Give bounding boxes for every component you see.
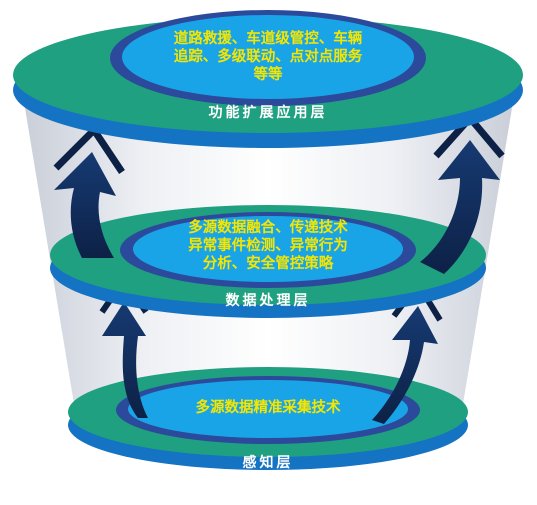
application-layer-description: 道路救援、车道级管控、车辆 追踪、多级联动、点对点服务 等等 [138, 30, 398, 84]
processing-line-3: 分析、安全管控策略 [202, 256, 334, 273]
application-line-1: 道路救援、车道级管控、车辆 [173, 31, 363, 47]
bottom-right-arrow [372, 306, 438, 424]
bottom-left-arrow [102, 302, 148, 418]
perception-layer-description: 多源数据精准采集技术 [138, 399, 398, 417]
application-layer-label: 功能扩展应用层 [208, 104, 328, 120]
processing-line-2: 异常事件检测、异常行为 [188, 238, 348, 255]
application-line-3: 等等 [253, 67, 283, 84]
perception-layer-label: 感知层 [242, 454, 294, 470]
application-disc [13, 10, 523, 148]
perception-disc [68, 367, 468, 470]
processing-disc [50, 205, 486, 318]
upper-right-arrow [420, 140, 500, 274]
processing-layer-description: 多源数据融合、传递技术 异常事件检测、异常行为 分析、安全管控策略 [138, 219, 398, 273]
upper-left-arrow [54, 152, 116, 258]
processing-line-1: 多源数据融合、传递技术 [188, 220, 348, 236]
perception-line-1: 多源数据精准采集技术 [195, 400, 341, 416]
processing-layer-label: 数据处理层 [225, 292, 311, 308]
application-line-2: 追踪、多级联动、点对点服务 [173, 49, 363, 66]
